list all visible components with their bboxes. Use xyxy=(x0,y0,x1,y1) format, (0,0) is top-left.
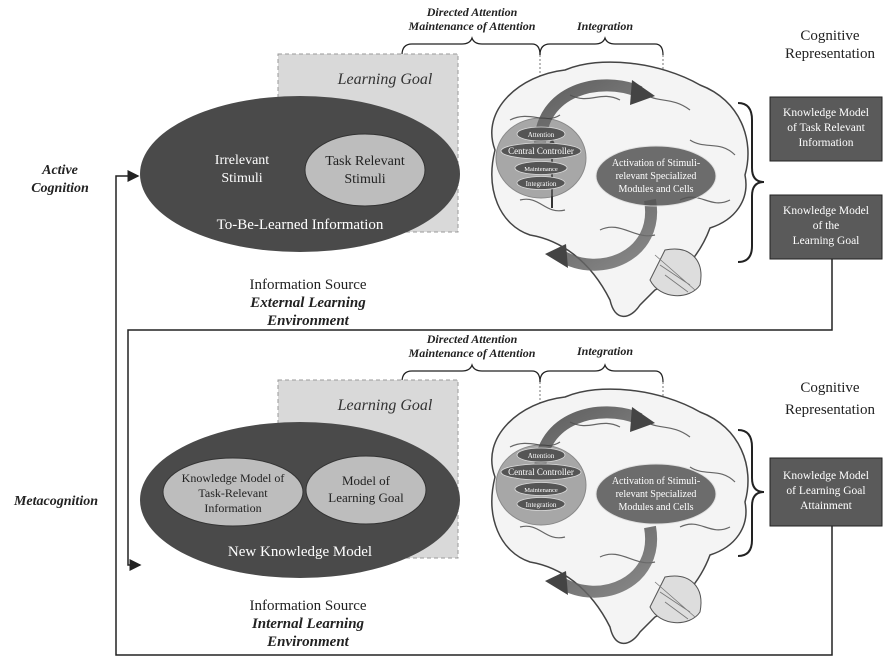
top-box2-label-1: Knowledge Model xyxy=(783,205,869,217)
bottom-brain-activation-label-1: Activation of Stimuli- xyxy=(612,476,700,487)
feedback-connectors xyxy=(115,170,833,656)
top-source-label-1: Information Source xyxy=(249,277,366,293)
bottom-left-inner-label-2: Task-Relevant xyxy=(198,486,268,500)
bottom-box1-label-2: of Learning Goal xyxy=(786,485,865,497)
top-brain-maintenance-label: Maintenance xyxy=(524,166,558,173)
top-bracket-attention-label-2: Maintenance of Attention xyxy=(408,19,536,33)
bottom-bracket-attention-label-2: Maintenance of Attention xyxy=(408,346,536,360)
top-brain-activation-label-2: relevant Specialized xyxy=(616,171,697,182)
bottom-left-inner-label-3: Information xyxy=(204,501,261,515)
top-source-label-2: External Learning xyxy=(249,295,366,311)
bottom-cognitive-label-2: Representation xyxy=(785,402,875,418)
bottom-left-inner-label-1: Knowledge Model of xyxy=(182,471,285,485)
top-brain-attention-label: Attention xyxy=(528,131,555,139)
top-irrelevant-label-2: Stimuli xyxy=(221,171,262,186)
top-learning-goal-label: Learning Goal xyxy=(337,71,433,88)
metacognition-label: Metacognition xyxy=(13,494,98,509)
bottom-brain-maintenance-label: Maintenance xyxy=(524,487,558,494)
bottom-bracket-integration-label: Integration xyxy=(576,344,633,358)
top-box2-label-3: Learning Goal xyxy=(793,235,860,247)
bottom-source-label-1: Information Source xyxy=(249,598,366,614)
bottom-box1-label-1: Knowledge Model xyxy=(783,470,869,482)
bottom-cognitive-label-1: Cognitive xyxy=(800,380,860,396)
top-cognitive-label-1: Cognitive xyxy=(800,28,860,44)
bottom-source-label-3: Environment xyxy=(266,634,350,650)
top-source-label-3: Environment xyxy=(266,313,350,329)
top-panel: Directed Attention Maintenance of Attent… xyxy=(31,5,883,329)
bottom-task-model-ellipse xyxy=(162,457,304,527)
top-cognitive-label-2: Representation xyxy=(785,46,875,62)
active-cognition-label-1: Active xyxy=(41,163,78,178)
top-box2-label-2: of the xyxy=(813,220,840,232)
top-brain: Attention Central Controller Maintenance… xyxy=(491,61,749,318)
top-knowledge-box-task xyxy=(769,96,883,162)
top-bracket-integration-label: Integration xyxy=(576,19,633,33)
bottom-source-label-2: Internal Learning xyxy=(251,616,365,632)
top-brain-central-controller-label: Central Controller xyxy=(508,146,574,156)
top-brain-activation-label-1: Activation of Stimuli- xyxy=(612,158,700,169)
top-ellipse-caption: To-Be-Learned Information xyxy=(217,217,384,233)
top-box1-label-1: Knowledge Model xyxy=(783,107,869,119)
top-brain-integration-label: Integration xyxy=(526,180,557,188)
bottom-right-inner-label-2: Learning Goal xyxy=(328,490,404,505)
top-task-relevant-label-1: Task Relevant xyxy=(325,154,405,169)
bottom-panel: Directed Attention Maintenance of Attent… xyxy=(13,332,883,650)
top-box1-label-2: of Task Relevant xyxy=(787,122,865,134)
bottom-knowledge-box-attainment xyxy=(769,457,883,527)
bottom-brain-attention-label: Attention xyxy=(528,452,555,460)
top-knowledge-box-goal xyxy=(769,194,883,260)
bottom-goal-model-ellipse xyxy=(305,455,427,525)
bottom-learning-goal-label: Learning Goal xyxy=(337,397,433,414)
bottom-brain-integration-label: Integration xyxy=(526,501,557,509)
bottom-brain-central-controller-label: Central Controller xyxy=(508,467,574,477)
top-task-relevant-ellipse xyxy=(304,133,426,207)
bottom-brain: Attention Central Controller Maintenance… xyxy=(491,388,749,645)
bottom-bracket-group: Directed Attention Maintenance of Attent… xyxy=(401,332,664,500)
bottom-box1-label-3: Attainment xyxy=(800,500,853,512)
bottom-right-inner-label-1: Model of xyxy=(342,473,391,488)
active-cognition-label-2: Cognition xyxy=(31,181,89,196)
bottom-ellipse-caption: New Knowledge Model xyxy=(228,544,372,560)
bottom-bracket-attention-label-1: Directed Attention xyxy=(426,332,518,346)
bottom-brain-activation-label-3: Modules and Cells xyxy=(619,502,694,513)
top-box1-label-3: Information xyxy=(799,137,854,149)
top-bracket-attention-label-1: Directed Attention xyxy=(426,5,518,19)
top-task-relevant-label-2: Stimuli xyxy=(344,172,385,187)
bottom-brain-activation-label-2: relevant Specialized xyxy=(616,489,697,500)
top-irrelevant-label-1: Irrelevant xyxy=(215,153,270,168)
top-brain-activation-label-3: Modules and Cells xyxy=(619,184,694,195)
